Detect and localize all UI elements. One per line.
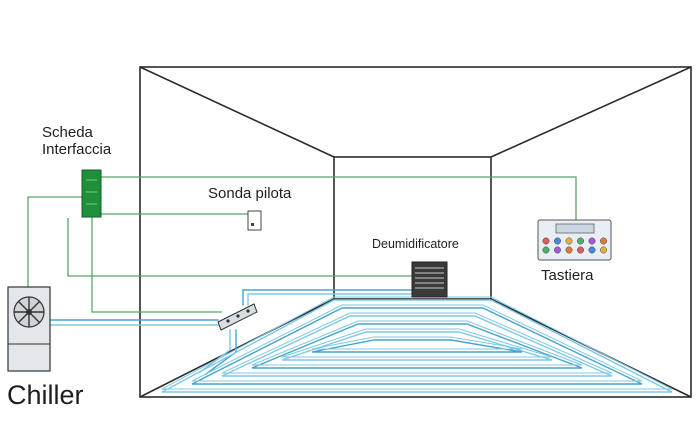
floor-coil-return xyxy=(281,328,553,358)
chiller-label: Chiller xyxy=(7,380,84,410)
room-edge-bottom-left xyxy=(139,298,335,398)
interface-board-label-line2: Interfaccia xyxy=(42,141,112,159)
chiller-unit xyxy=(7,286,51,372)
room-edge-top-left xyxy=(139,66,335,158)
keypad-label: Tastiera xyxy=(541,267,594,284)
pilot-probe-label: Sonda pilota xyxy=(208,185,292,202)
keypad-button xyxy=(554,246,561,254)
floor-coil-loop xyxy=(161,299,673,393)
keypad-display xyxy=(555,223,595,234)
keypad-button xyxy=(577,246,584,254)
room-back-wall xyxy=(333,156,492,300)
keypad-device xyxy=(537,219,612,261)
floor-coil-return xyxy=(311,336,523,350)
supply-pipes xyxy=(49,289,415,375)
room-edge-top-right xyxy=(490,66,692,158)
wire-board-to-manifold xyxy=(91,216,222,313)
keypad-button xyxy=(565,246,573,254)
floor-coil-return xyxy=(221,312,613,374)
floor-coil-return xyxy=(161,296,673,390)
dehumidifier-unit xyxy=(411,261,448,298)
room-front-frame xyxy=(139,66,692,398)
keypad-button xyxy=(588,246,596,254)
floor-coil-loop xyxy=(311,339,523,353)
keypad-button xyxy=(577,237,584,245)
keypad-buttons xyxy=(542,237,607,254)
keypad-button xyxy=(565,237,573,245)
wire-chiller-to-board xyxy=(27,196,82,290)
floor-coil-loop xyxy=(191,307,643,385)
interface-board-body xyxy=(81,169,102,218)
wire-board-to-dehumidifier xyxy=(67,218,414,277)
wire-board-to-keypad xyxy=(100,176,577,220)
keypad-button xyxy=(542,237,550,245)
floor-coil-return xyxy=(191,304,643,382)
keypad-button xyxy=(542,246,550,254)
pilot-probe-icon xyxy=(247,210,262,231)
interface-board xyxy=(81,169,102,218)
control-wiring xyxy=(27,176,577,313)
floor-coil-loop xyxy=(281,331,553,361)
keypad-button xyxy=(600,246,607,254)
manifold xyxy=(217,303,258,331)
interface-board-label: Scheda Interfaccia xyxy=(42,124,111,159)
interface-board-label-line1: Scheda xyxy=(42,124,93,141)
dehumidifier-label: Deumidificatore xyxy=(372,237,459,251)
keypad-button xyxy=(554,237,561,245)
radiant-floor-coil xyxy=(161,296,673,393)
keypad-button xyxy=(588,237,596,245)
wire-board-to-probe xyxy=(100,213,253,222)
floor-coil-loop xyxy=(251,323,583,369)
floor-coil-loop xyxy=(221,315,613,377)
keypad-button xyxy=(600,237,607,245)
floor-coil-return xyxy=(251,320,583,366)
